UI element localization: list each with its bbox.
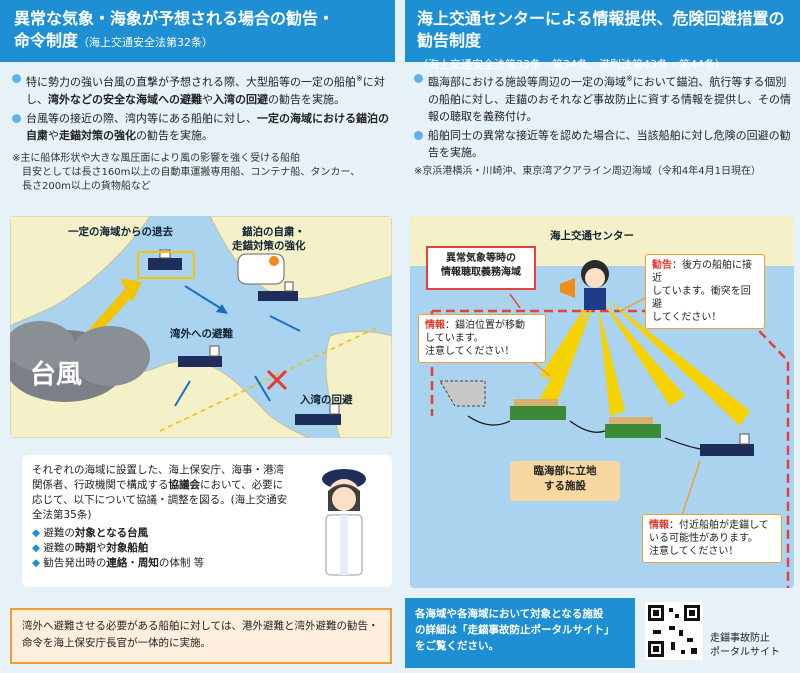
map-label-avoid: 入湾の回避 <box>300 394 353 406</box>
council-list: ◆ 避難の対象となる台風 ◆ 避難の時期や対象船舶 ◆ 勧告発出時の連絡・周知の… <box>32 526 382 571</box>
left-title-law: （海上交通安全法第32条） <box>78 36 214 49</box>
qr-label: 走錨事故防止 ポータルサイト <box>710 633 780 658</box>
center-label: 海上交通センター <box>550 230 634 242</box>
left-bullet-1: 特に勢力の強い台風の直撃が予想される際、大型船等の一定の船舶※に対し、湾外などの… <box>12 70 392 108</box>
typhoon-label: 台風 <box>30 360 83 390</box>
right-note: ※京浜港横浜・川崎沖、東京湾アクアライン周辺海域（令和4年4月1日現在） <box>414 165 761 177</box>
ship-icon <box>510 399 566 420</box>
typhoon-cloud-icon <box>10 321 150 402</box>
ghost-ship-icon <box>439 380 486 407</box>
map-label-anchor1: 錨泊の自粛・ <box>242 226 305 238</box>
warning-bubble: 勧告：後方の船舶に接近 しています。衝突を回避 してください！ <box>645 254 765 329</box>
ship-icon <box>137 249 195 279</box>
map-label-retreat: 一定の海域からの退去 <box>68 226 173 238</box>
left-title-line2: 命令制度 <box>14 31 79 50</box>
left-map: 一定の海域からの退去 錨泊の自粛・ 走錨対策の強化 湾外への避難 入湾の回避 台… <box>10 216 392 438</box>
list-item: ◆ 避難の時期や対象船舶 <box>32 542 149 554</box>
right-bullet-2: 船舶同士の異常な接近等を認めた場合に、当該船舶に対し危険の回避の勧告を実施。 <box>414 127 794 161</box>
left-title-line1: 異常な気象・海象が予想される場合の勧告・ <box>14 9 335 28</box>
council-panel: それぞれの海域に設置した、海上保安庁、海事・港湾 関係者、行政機関で構成する協議… <box>22 455 392 587</box>
facility-label: 臨海部に立地 する施設 <box>533 465 597 492</box>
map-label-evac: 湾外への避難 <box>170 328 233 340</box>
map-label-anchor2: 走錨対策の強化 <box>232 240 306 252</box>
right-title-law: （海上交通安全法第33条・第34条、港則法第43条・第44条） <box>417 58 726 71</box>
left-note: ※主に船体形状や大きな風圧面により風の影響を強く受ける船舶 目安としては長さ16… <box>12 152 361 192</box>
right-header: 海上交通センターによる情報提供、危険回避措置の 勧告制度 （海上交通安全法第33条… <box>405 0 800 71</box>
map-land <box>10 216 392 438</box>
zone-box: 異常気象等時の 情報聴取義務海域 <box>426 246 536 290</box>
bottom-note-box: 湾外へ避難させる必要がある船舶に対しては、港外避難と湾外避難の勧告・ 命令を海上… <box>10 608 392 664</box>
left-header: 異常な気象・海象が予想される場合の勧告・ 命令制度（海上交通安全法第32条） <box>0 0 395 62</box>
list-item: ◆ 避難の対象となる台風 <box>32 527 149 539</box>
portal-box: 各海域や各海域において対象となる施設 の詳細は「走錨事故防止ポータルサイト」 を… <box>405 598 635 668</box>
facility-block <box>510 461 620 501</box>
right-bullet-1: 臨海部における施設等周辺の一定の海域※において錨泊、航行等する個別の船舶に対し、… <box>414 70 794 125</box>
right-bullets: 臨海部における施設等周辺の一定の海域※において錨泊、航行等する個別の船舶に対し、… <box>414 70 794 179</box>
ship-icon <box>258 281 298 301</box>
info-bubble-2: 情報：付近船舶が走錨して いる可能性があります。 注意してください！ <box>642 514 782 563</box>
right-diagram: 海上交通センター 異常気象等時の 情報聴取義務海域 勧告：後方の船舶に接近 して… <box>410 216 794 588</box>
ship-icon <box>178 345 222 367</box>
ship-icon <box>700 433 754 456</box>
officer-salute-icon <box>322 469 366 576</box>
officer-icon <box>560 260 609 310</box>
left-bullet-2: 台風等の接近の際、湾内等にある船舶に対し、一定の海域における錨泊の自粛や走錨対策… <box>12 110 392 144</box>
right-title-line1: 海上交通センターによる情報提供、危険回避措置の <box>417 9 785 28</box>
list-item: ◆ 勧告発出時の連絡・周知の体制 等 <box>32 557 205 569</box>
left-bullets: 特に勢力の強い台風の直撃が予想される際、大型船等の一定の船舶※に対し、湾外などの… <box>12 70 392 194</box>
info-bubble-1: 情報：錨泊位置が移動 しています。 注意してください！ <box>418 314 546 363</box>
right-title-line2: 勧告制度 <box>417 31 482 50</box>
qr-code-icon[interactable] <box>645 602 703 660</box>
ship-icon <box>605 417 661 438</box>
ship-icon <box>295 403 341 425</box>
anchor-bubble-icon <box>237 253 285 285</box>
